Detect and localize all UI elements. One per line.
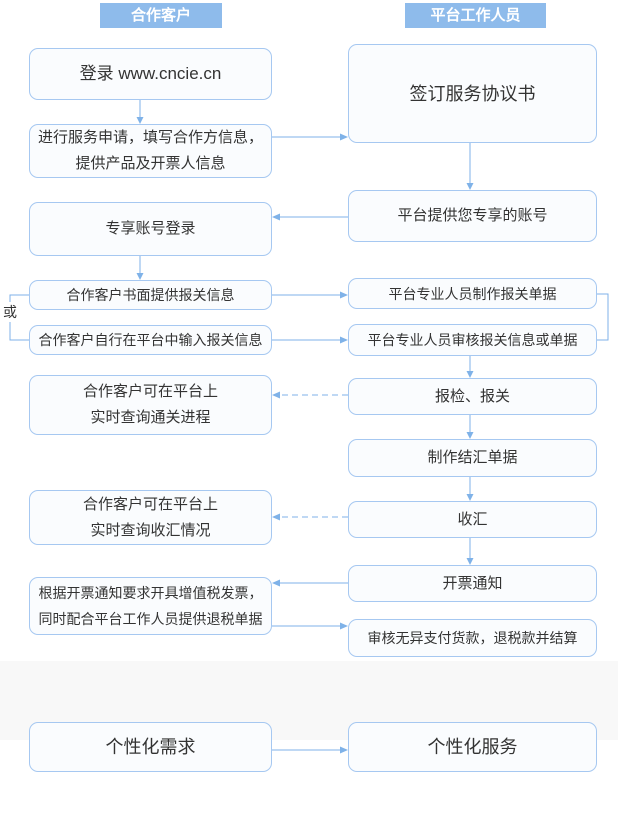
- arrowhead: [272, 213, 280, 221]
- arrowhead: [136, 117, 144, 124]
- flow-node-account-login: 专享账号登录: [29, 202, 272, 256]
- flow-node-custom-needs: 个性化需求: [29, 722, 272, 772]
- flow-node-receive-forex-label: 收汇: [457, 510, 488, 528]
- flow-node-track-forex: 合作客户可在平台上 实时查询收汇情况: [29, 490, 272, 545]
- flow-node-login: 登录 www.cncie.cn: [29, 48, 272, 100]
- arrowhead: [466, 371, 474, 378]
- lane-header-customer: 合作客户: [100, 3, 222, 28]
- arrowhead: [272, 391, 280, 399]
- flow-node-invoice-notice-label: 开票通知: [442, 574, 503, 592]
- flow-node-sign-agreement: 签订服务协议书: [348, 44, 597, 143]
- or-connector-label: 或: [1, 302, 19, 322]
- flow-node-track-forex-label: 合作客户可在平台上 实时查询收汇情况: [82, 495, 218, 539]
- flow-node-self-input-info-label: 合作客户自行在平台中输入报关信息: [38, 332, 263, 348]
- right-bracket: [597, 293, 609, 341]
- lane-header-staff: 平台工作人员: [405, 3, 546, 28]
- flow-node-review-docs-label: 平台专业人员审核报关信息或单据: [367, 332, 578, 348]
- flow-node-declaration: 报检、报关: [348, 378, 597, 415]
- flow-node-vat-invoice-label: 根据开票通知要求开具增值税发票， 同时配合平台工作人员提供退税单据: [38, 585, 263, 627]
- flow-node-provide-account: 平台提供您专享的账号: [348, 190, 597, 242]
- flow-node-pay-settle: 审核无异支付货款，退税款并结算: [348, 619, 597, 657]
- arrowhead: [272, 513, 280, 521]
- flow-node-vat-invoice: 根据开票通知要求开具增值税发票， 同时配合平台工作人员提供退税单据: [29, 577, 272, 635]
- arrowhead: [340, 291, 348, 299]
- flow-node-make-docs-label: 平台专业人员制作报关单据: [388, 285, 557, 302]
- arrowhead: [466, 432, 474, 439]
- flow-node-receive-forex: 收汇: [348, 501, 597, 538]
- arrowhead: [466, 183, 474, 190]
- flow-node-login-label: 登录 www.cncie.cn: [79, 64, 222, 83]
- flow-node-provide-account-label: 平台提供您专享的账号: [397, 207, 548, 224]
- flow-node-track-customs: 合作客户可在平台上 实时查询通关进程: [29, 375, 272, 435]
- flow-node-account-login-label: 专享账号登录: [105, 220, 196, 237]
- arrowhead: [340, 746, 348, 754]
- flow-node-service-application: 进行服务申请，填写合作方信息， 提供产品及开票人信息: [29, 124, 272, 178]
- flow-node-settlement-docs-label: 制作结汇单据: [427, 449, 518, 466]
- arrowhead: [466, 558, 474, 565]
- flow-node-self-input-info: 合作客户自行在平台中输入报关信息: [29, 325, 272, 355]
- arrowhead: [466, 494, 474, 501]
- arrowhead: [340, 622, 348, 630]
- flow-node-custom-service: 个性化服务: [348, 722, 597, 772]
- arrowhead: [340, 336, 348, 344]
- flow-node-invoice-notice: 开票通知: [348, 565, 597, 602]
- flow-node-written-info: 合作客户书面提供报关信息: [29, 280, 272, 310]
- flow-node-make-docs: 平台专业人员制作报关单据: [348, 278, 597, 309]
- flow-node-sign-agreement-label: 签订服务协议书: [409, 83, 536, 104]
- flow-node-custom-service-label: 个性化服务: [427, 737, 518, 757]
- flow-node-review-docs: 平台专业人员审核报关信息或单据: [348, 324, 597, 356]
- flow-node-track-customs-label: 合作客户可在平台上 实时查询通关进程: [82, 383, 218, 426]
- flow-node-written-info-label: 合作客户书面提供报关信息: [66, 287, 235, 303]
- arrowhead: [136, 273, 144, 280]
- flow-node-service-application-label: 进行服务申请，填写合作方信息， 提供产品及开票人信息: [37, 129, 263, 172]
- flow-node-custom-needs-label: 个性化需求: [105, 737, 196, 757]
- arrowhead: [272, 579, 280, 587]
- arrowhead: [340, 133, 348, 141]
- flow-node-settlement-docs: 制作结汇单据: [348, 439, 597, 477]
- flow-node-pay-settle-label: 审核无异支付货款，退税款并结算: [367, 630, 578, 646]
- flow-node-declaration-label: 报检、报关: [434, 387, 510, 405]
